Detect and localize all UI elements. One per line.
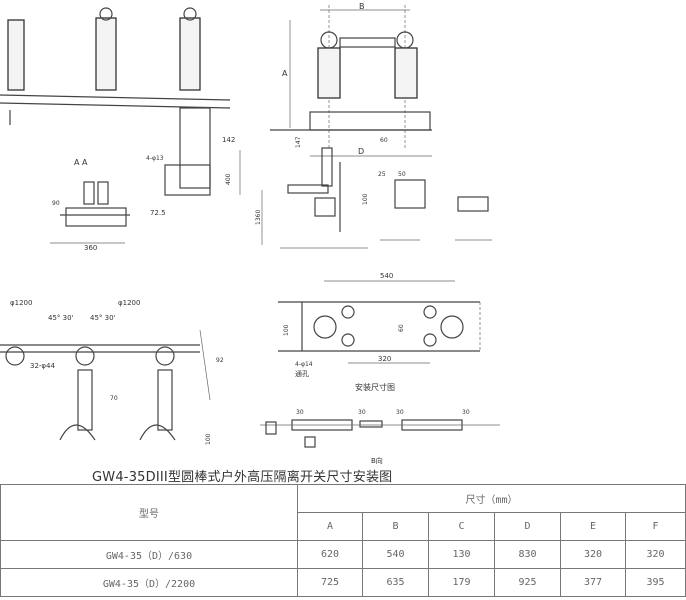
label-142: 142 <box>222 136 235 144</box>
column-header: E <box>560 512 626 541</box>
label-400: 400 <box>225 173 232 185</box>
table-row: GW4-35（D）/630 620 540 130 830 320 320 <box>0 540 686 569</box>
b-view: 30 30 30 30 B向 <box>260 409 500 465</box>
label-60-plate: 60 <box>398 324 405 332</box>
label-32-phi-44: 32-φ44 <box>30 362 56 370</box>
label-angle-left: 45° 30' <box>48 314 74 322</box>
label-72-5: 72.5 <box>150 209 166 217</box>
label-100-plate: 100 <box>283 324 290 336</box>
label-d: D <box>358 147 364 156</box>
label-147: 147 <box>295 136 302 148</box>
value-cell: 725 <box>297 568 363 597</box>
drawing-title: GW4-35DIII型圆棒式户外高压隔离开关尺寸安装图 <box>92 470 393 485</box>
mounting-plate-view: 540 100 60 320 4-φ14 通孔 安装尺寸图 <box>278 272 481 392</box>
table-row: GW4-35（D）/2200 725 635 179 925 377 395 <box>0 568 686 597</box>
label-30-d: 30 <box>462 409 470 416</box>
model-cell: GW4-35（D）/2200 <box>0 568 298 597</box>
dimension-header: 尺寸（mm） <box>297 484 686 513</box>
installation-drawing: A A 360 90 72.5 142 400 4-φ13 B A D 60 1… <box>0 2 500 465</box>
label-90: 90 <box>52 200 60 207</box>
value-cell: 635 <box>362 568 429 597</box>
label-100-small: 100 <box>362 193 369 205</box>
label-section-aa: A A <box>74 158 88 167</box>
value-cell: 320 <box>560 540 626 569</box>
column-header: F <box>625 512 686 541</box>
top-view: φ1200 φ1200 45° 30' 45° 30' 32-φ44 70 10… <box>0 299 224 445</box>
column-header: A <box>297 512 363 541</box>
label-1360: 1360 <box>255 210 262 225</box>
label-4-phi-13: 4-φ13 <box>146 155 164 162</box>
column-header: B <box>362 512 429 541</box>
value-cell: 620 <box>297 540 363 569</box>
label-phi1200-right: φ1200 <box>118 299 140 307</box>
three-pole-side-view <box>0 7 241 196</box>
column-header: C <box>428 512 495 541</box>
dimension-table: 型号 尺寸（mm） A B C D E F GW4-35（D）/630 620 … <box>0 484 686 597</box>
label-320: 320 <box>378 355 391 363</box>
label-30-a: 30 <box>296 409 304 416</box>
label-70: 70 <box>110 395 118 402</box>
value-cell: 830 <box>494 540 561 569</box>
value-cell: 179 <box>428 568 495 597</box>
label-angle-right: 45° 30' <box>90 314 116 322</box>
value-cell: 377 <box>560 568 626 597</box>
label-a: A <box>282 69 288 78</box>
model-header: 型号 <box>0 484 298 541</box>
label-25: 25 <box>378 171 386 178</box>
b-view-caption: B向 <box>371 456 383 465</box>
label-60: 60 <box>380 137 388 144</box>
section-a-a: A A 360 90 72.5 142 400 4-φ13 <box>50 136 235 252</box>
column-header: D <box>494 512 561 541</box>
install-size-caption: 安装尺寸图 <box>355 382 395 392</box>
value-cell: 130 <box>428 540 495 569</box>
label-4-phi-14: 4-φ14 <box>295 361 313 368</box>
value-cell: 395 <box>625 568 686 597</box>
label-92: 92 <box>216 357 224 364</box>
label-540: 540 <box>380 272 393 280</box>
label-b: B <box>359 2 365 11</box>
value-cell: 925 <box>494 568 561 597</box>
label-100-vertical: 100 <box>205 433 212 445</box>
label-30-b: 30 <box>358 409 366 416</box>
label-50: 50 <box>398 171 406 178</box>
value-cell: 320 <box>625 540 686 569</box>
label-through-hole: 通孔 <box>295 369 309 378</box>
front-view: B A D 60 147 1360 25 50 100 <box>255 2 492 249</box>
label-360: 360 <box>84 244 97 252</box>
label-phi1200-left: φ1200 <box>10 299 32 307</box>
table-header-row: 型号 尺寸（mm） <box>0 484 686 541</box>
value-cell: 540 <box>362 540 429 569</box>
model-cell: GW4-35（D）/630 <box>0 540 298 569</box>
label-30-c: 30 <box>396 409 404 416</box>
